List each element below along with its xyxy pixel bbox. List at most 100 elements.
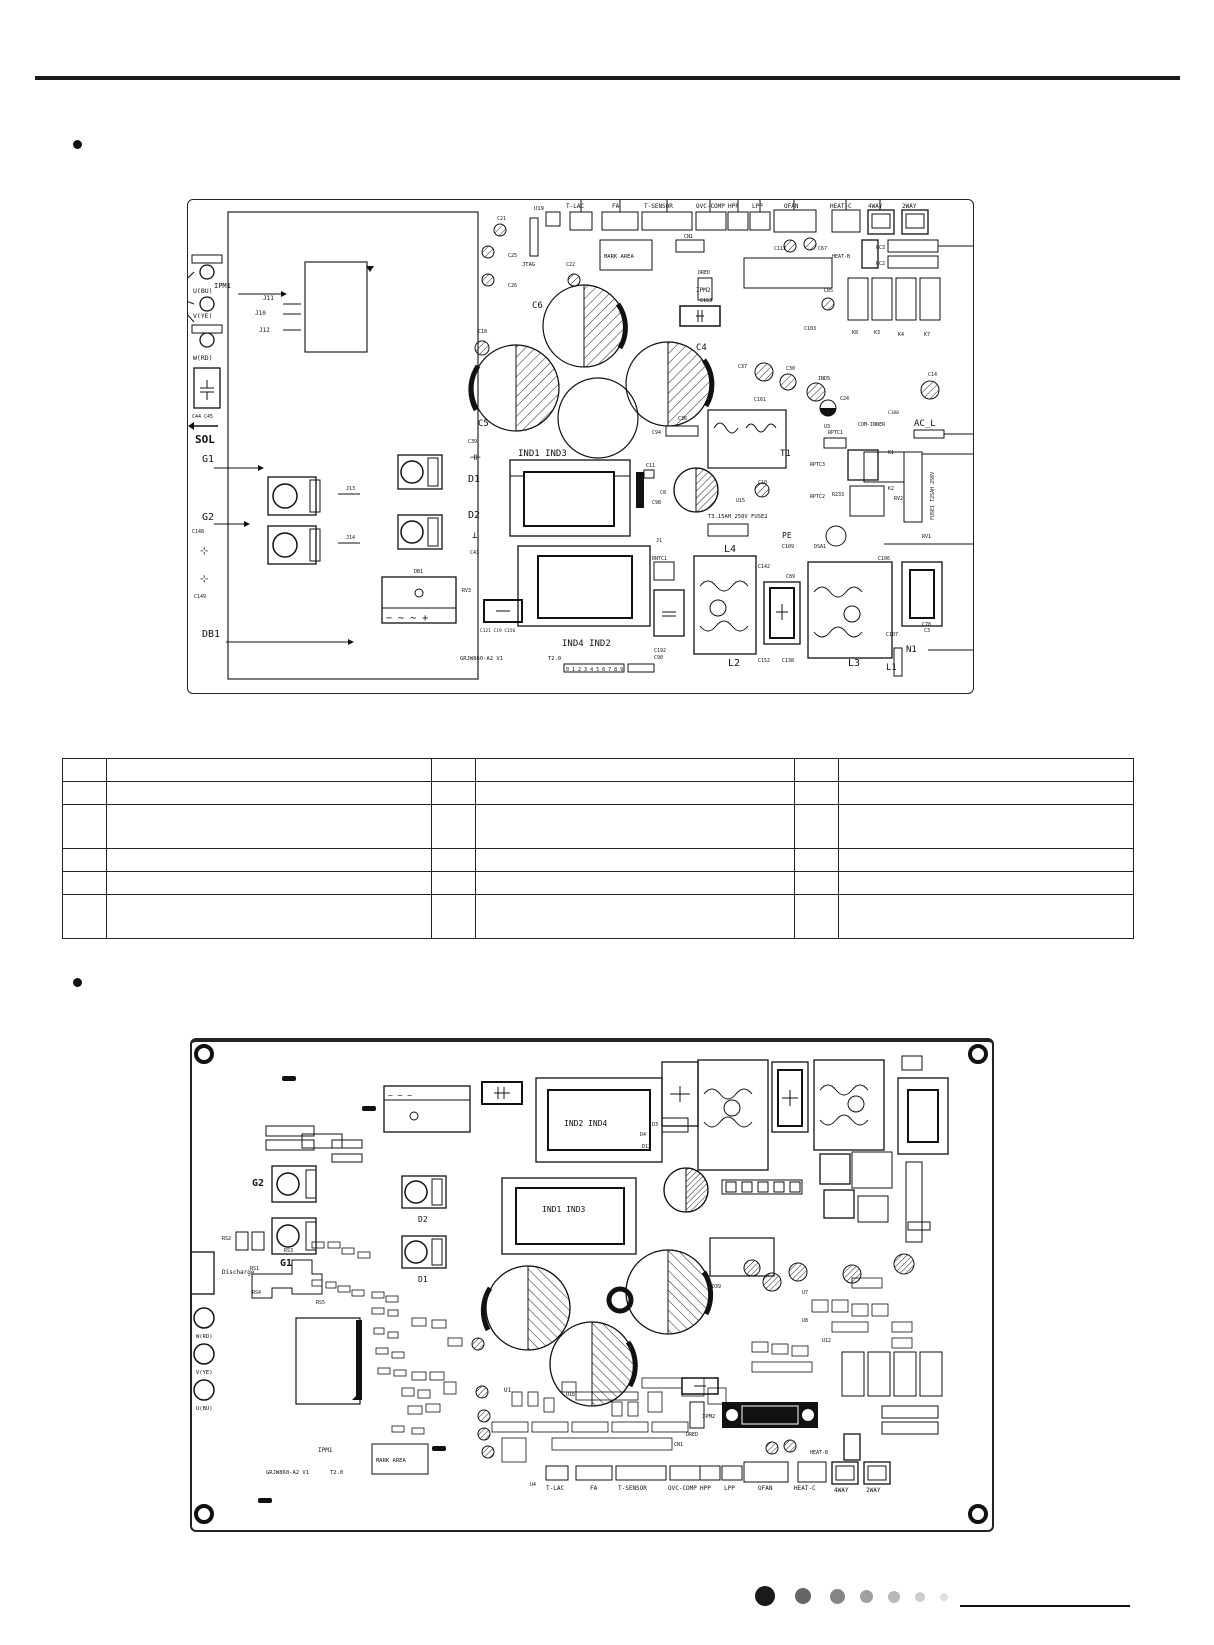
top-pcb-diagram: IPM1 J11 J10 J12 U(BU) V(YE) W(RD) C44 C… — [187, 199, 974, 694]
c18-label: C18 — [478, 329, 487, 335]
t20-label: T2.0 — [548, 656, 561, 662]
table-cell — [62, 758, 107, 782]
table-cell — [838, 848, 1134, 872]
rc3-label: RC3 — [876, 245, 885, 251]
table-cell — [62, 894, 107, 939]
c103-label: C103 — [804, 326, 816, 332]
c106-label: C106 — [878, 556, 890, 562]
d1-label-bottom: D1 — [418, 1275, 428, 1284]
ac-l-label: AC_L — [914, 419, 936, 429]
table-cell — [474, 871, 796, 895]
table-cell — [62, 804, 107, 849]
header-rule — [35, 76, 1180, 80]
c121-label: C121 C19 C156 — [480, 628, 516, 634]
table-cell — [794, 848, 840, 872]
table-cell — [430, 758, 476, 782]
u19-label: U19 — [534, 206, 544, 212]
c149-label: C149 — [194, 594, 206, 600]
c6-label: C6 — [532, 301, 543, 311]
rptc3-label: RPTC3 — [810, 462, 825, 468]
d12-label: D12 — [642, 1144, 651, 1150]
table-row — [62, 894, 1134, 939]
c44-label: C44 C45 — [192, 414, 213, 420]
top-connector-row: U19 JTAG T-LAC FA T-SENSOR OVC-COMP HPP … — [522, 200, 929, 268]
rs2-label: RS2 — [222, 1236, 231, 1242]
c90-label: C90 — [654, 655, 663, 661]
bottom-connector-2way: 2WAY — [866, 1487, 881, 1494]
table-cell — [474, 894, 796, 939]
k4-label: K4 — [898, 332, 904, 338]
dred-label-bottom: DRED — [686, 1432, 698, 1438]
g1-label-bottom: G1 — [280, 1258, 292, 1269]
u3-label: U3 — [824, 424, 830, 430]
bottom-connector-row: T-LAC FA T-SENSOR OVC-COMP HPP LPP OFAN … — [545, 1461, 891, 1494]
c78-label: C78 — [922, 622, 931, 628]
connector-ovc-comp: OVC-COMP — [696, 203, 725, 210]
table-cell — [62, 781, 107, 805]
table-row — [62, 781, 1134, 805]
connector-t-lac: T-LAC — [566, 203, 584, 210]
table-cell — [62, 848, 107, 872]
ipm1-label-bottom: IPM1 — [318, 1447, 333, 1454]
ipm1-label: IPM1 — [214, 282, 231, 290]
d4-label: D4 — [640, 1132, 646, 1138]
rv3-label: RV3 — [462, 588, 471, 594]
c67-label: C67 — [818, 246, 827, 252]
c180-label: C180 — [888, 410, 899, 416]
page-dot — [830, 1589, 845, 1604]
c94-label: C94 — [652, 430, 661, 436]
c43-label: C43 — [470, 550, 479, 556]
d39-label: D39 — [712, 1284, 721, 1290]
bottom-pcb-svg: G2 G1 D2 D1 ~ ~ ~ IND2 IND4 IND1 IND3 — [192, 1044, 988, 1524]
connector-hpp: HPP — [728, 203, 739, 210]
table-cell — [430, 894, 476, 939]
d2-label: D2 — [468, 510, 480, 521]
ind2-ind4-label: IND2 IND4 — [564, 1119, 608, 1128]
model-label: GRJW860-A2 V1 — [460, 656, 503, 662]
heat-b-label-bottom: HEAT-B — [810, 1450, 828, 1456]
k2-label: K2 — [888, 486, 894, 492]
connector-t-sensor: T-SENSOR — [644, 203, 673, 210]
w-terminal-label: W(RD) — [193, 354, 213, 362]
rs1-label: RS1 — [250, 1266, 259, 1272]
u7-label: U7 — [802, 1290, 808, 1296]
svg-text:⊥: ⊥ — [472, 531, 478, 541]
table-cell — [794, 871, 840, 895]
d3-label: D3 — [652, 1122, 658, 1128]
c107-label: C107 — [886, 632, 898, 638]
bottom-connector-fa: FA — [590, 1485, 598, 1492]
u12-label: U12 — [822, 1338, 831, 1344]
t1-label: T1 — [780, 449, 791, 459]
u-terminal-label-bottom: U(BU) — [196, 1406, 213, 1412]
t20-label-bottom: T2.0 — [330, 1470, 343, 1476]
bottom-connector-hpp: HPP — [700, 1485, 711, 1492]
c192-label: C192 — [654, 648, 666, 654]
heatsink-outline — [227, 211, 479, 680]
table-cell — [430, 848, 476, 872]
footer-rule — [960, 1605, 1130, 1607]
u1-label: U1 — [504, 1387, 512, 1394]
table-row — [62, 758, 1134, 782]
page-dot — [795, 1588, 811, 1604]
table-row — [62, 848, 1134, 872]
rptc1-label: RPTC1 — [828, 430, 843, 436]
mark-area-box — [599, 239, 653, 271]
fuse2-label: T3.15AH 250V FUSE2 — [708, 514, 768, 520]
u16-label: U16 — [566, 1392, 575, 1398]
table-cell — [105, 781, 432, 805]
rptc2-label: RPTC2 — [810, 494, 825, 500]
svg-text:~ ~ ~: ~ ~ ~ — [388, 1091, 412, 1100]
pin1-marker — [366, 266, 374, 272]
table-cell — [105, 848, 432, 872]
c138-label: C138 — [782, 658, 794, 664]
bottom-connector-ovc-comp: OVC-COMP — [668, 1485, 697, 1492]
table-cell — [105, 804, 432, 849]
pin-numbers: 0 1 2 3 4 5 6 7 8 9 — [566, 667, 623, 673]
table-cell — [838, 804, 1134, 849]
g2-label-bottom: G2 — [252, 1178, 264, 1189]
connector-heat-c: HEAT-C — [830, 203, 852, 210]
j11-label: J11 — [263, 295, 274, 302]
table-cell — [794, 781, 840, 805]
table-cell — [430, 781, 476, 805]
mark-area-label: MARK AREA — [604, 254, 634, 260]
